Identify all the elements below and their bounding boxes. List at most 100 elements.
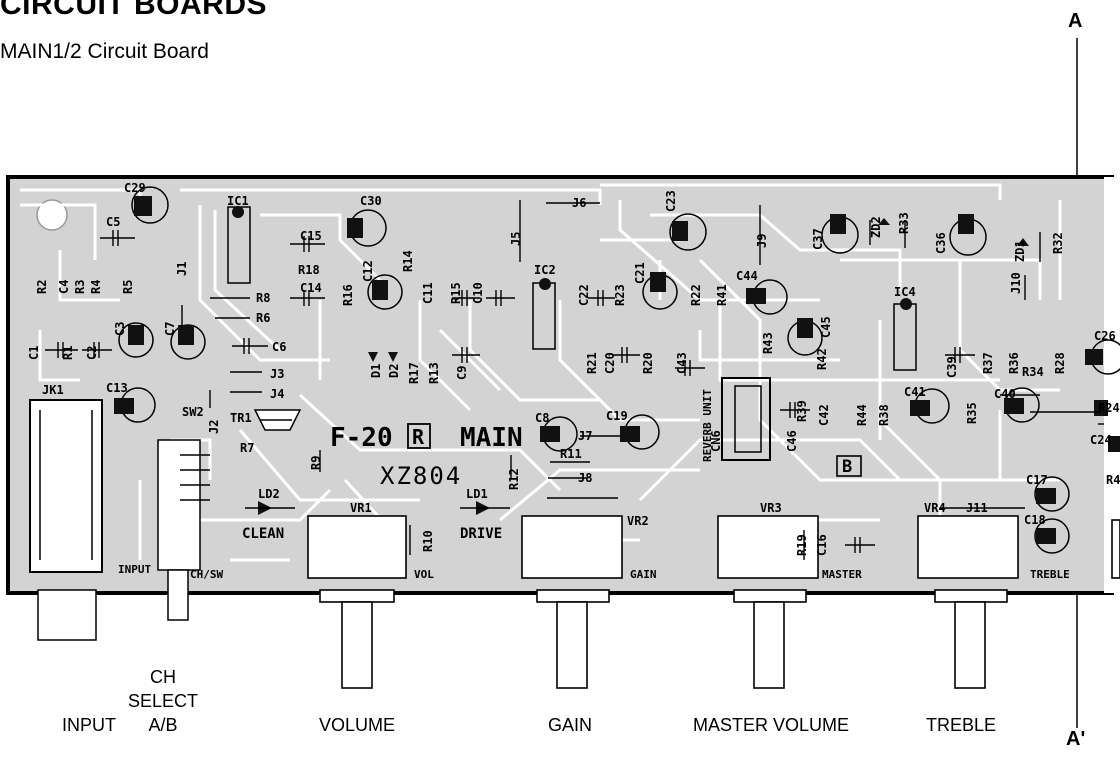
label-r3: R3 xyxy=(73,280,87,294)
label-r40: R40 xyxy=(1106,473,1120,487)
board-subtitle: MAIN1/2 Circuit Board xyxy=(0,40,209,63)
mounting-hole xyxy=(36,199,68,231)
label-c24: C24 xyxy=(1090,433,1112,447)
component-outlines xyxy=(29,186,1120,641)
silk-input: INPUT xyxy=(118,563,151,576)
label-c12: C12 xyxy=(361,260,375,282)
label-r11: R11 xyxy=(560,447,582,461)
label-r5: R5 xyxy=(121,280,135,294)
label-vr2: VR2 xyxy=(627,514,649,528)
label-r20: R20 xyxy=(641,352,655,374)
label-r4: R4 xyxy=(89,280,103,294)
label-c41: C41 xyxy=(904,385,926,399)
label-r1: R1 xyxy=(61,346,75,360)
control-caption-treble: TREBLE xyxy=(925,715,997,735)
label-j9: J9 xyxy=(755,234,769,248)
label-ic2: IC2 xyxy=(534,263,556,277)
label-c17: C17 xyxy=(1026,473,1048,487)
silk-vol: VOL xyxy=(414,568,434,581)
label-tr1: TR1 xyxy=(230,411,252,425)
label-ic1: IC1 xyxy=(227,194,249,208)
function-labels: CLEAN DRIVE xyxy=(242,526,502,542)
label-c14: C14 xyxy=(300,281,322,295)
label-j10: J10 xyxy=(1009,272,1023,294)
label-c22: C22 xyxy=(577,284,591,306)
label-c46: C46 xyxy=(785,430,799,452)
label-c36: C36 xyxy=(934,232,948,254)
label-c43: C43 xyxy=(675,352,689,374)
label-c6: C6 xyxy=(272,340,286,354)
label-r17: R17 xyxy=(407,362,421,384)
label-j3: J3 xyxy=(270,367,284,381)
label-j2: J2 xyxy=(207,420,221,434)
component-leads xyxy=(45,200,1104,560)
label-c15: C15 xyxy=(300,229,322,243)
label-c10: C10 xyxy=(471,282,485,304)
label-r16: R16 xyxy=(341,284,355,306)
label-c8: C8 xyxy=(535,411,549,425)
label-r10: R10 xyxy=(421,530,435,552)
label-r7: R7 xyxy=(240,441,254,455)
control-caption-gain: GAIN xyxy=(547,715,592,735)
ch-select-line-1: CH xyxy=(150,667,176,687)
potentiometers xyxy=(307,515,1120,689)
label-vr1: VR1 xyxy=(350,501,372,515)
control-caption-master-volume: MASTER VOLUME xyxy=(692,715,850,735)
label-c9: C9 xyxy=(455,366,469,380)
label-j1: J1 xyxy=(175,262,189,276)
label-ic4: IC4 xyxy=(894,285,916,299)
label-r37: R37 xyxy=(981,352,995,374)
label-r35: R35 xyxy=(965,402,979,424)
ch-select-line-2: SELECT xyxy=(128,691,199,711)
component-labels: C29 C5 IC1 C30 J6 C23 C37 ZD2 R33 C36 ZD… xyxy=(27,181,1120,556)
label-r14: R14 xyxy=(401,250,415,272)
silk-gain: GAIN xyxy=(630,568,657,581)
label-c19: C19 xyxy=(606,409,628,423)
label-c45: C45 xyxy=(819,316,833,338)
board-part-number: XZ804 xyxy=(380,462,462,490)
reverb-unit-label: REVERB UNIT xyxy=(701,389,714,462)
label-r15: R15 xyxy=(449,282,463,304)
label-r9: R9 xyxy=(309,456,323,470)
label-c3: C3 xyxy=(113,322,127,336)
label-c21: C21 xyxy=(633,262,647,284)
label-r19: R19 xyxy=(795,534,809,556)
label-r8: R8 xyxy=(256,291,270,305)
ch-select-line-3: A/B xyxy=(148,715,178,735)
label-r39: R39 xyxy=(795,400,809,422)
label-sw2: SW2 xyxy=(182,405,204,419)
board-id: F-20 R MAIN XZ804 B REVERB UNIT xyxy=(330,389,852,490)
label-j5: J5 xyxy=(509,232,523,246)
label-vr3: VR3 xyxy=(760,501,782,515)
label-j8: J8 xyxy=(578,471,592,485)
label-ld2: LD2 xyxy=(258,487,280,501)
board-region-mark: R xyxy=(412,425,425,449)
board-name: MAIN xyxy=(460,423,523,453)
label-r34: R34 xyxy=(1022,365,1044,379)
label-r36: R36 xyxy=(1007,352,1021,374)
silk-drive: DRIVE xyxy=(460,526,502,542)
label-c39: C39 xyxy=(945,356,959,378)
board-model: F-20 xyxy=(330,423,393,453)
silk-master: MASTER xyxy=(822,568,862,581)
label-zd1: ZD1 xyxy=(1013,240,1027,262)
label-r44: R44 xyxy=(855,404,869,426)
label-d2: D2 xyxy=(387,364,401,378)
silk-clean: CLEAN xyxy=(242,526,284,542)
control-caption-input: INPUT xyxy=(62,715,116,735)
label-r22: R22 xyxy=(689,284,703,306)
silk-treble: TREBLE xyxy=(1030,568,1070,581)
silk-ch-sw: CH/SW xyxy=(190,568,223,581)
label-r42: R42 xyxy=(815,348,829,370)
label-j6: J6 xyxy=(572,196,586,210)
label-c20: C20 xyxy=(603,352,617,374)
label-jk1: JK1 xyxy=(42,383,64,397)
control-caption-volume: VOLUME xyxy=(318,715,396,735)
label-r18: R18 xyxy=(298,263,320,277)
label-r6: R6 xyxy=(256,311,270,325)
label-r32: R32 xyxy=(1051,232,1065,254)
cut-line-start-label: A xyxy=(1068,10,1083,32)
label-cn6: CN6 xyxy=(709,430,723,452)
label-r13: R13 xyxy=(427,362,441,384)
label-r41: R41 xyxy=(715,284,729,306)
